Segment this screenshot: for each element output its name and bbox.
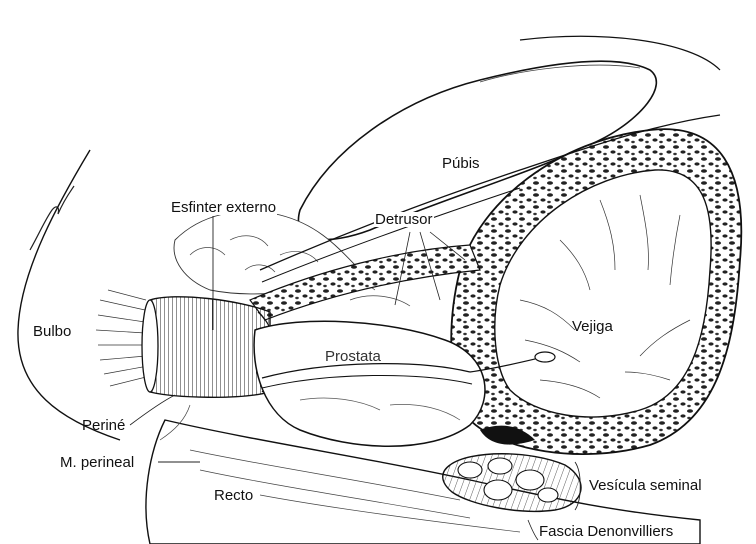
label-perine: Periné	[82, 418, 125, 433]
external-sphincter	[150, 297, 270, 397]
label-prostata: Prostata	[325, 349, 381, 364]
label-bulbo: Bulbo	[33, 324, 71, 339]
label-pubis: Púbis	[442, 156, 480, 171]
label-recto: Recto	[214, 488, 253, 503]
label-vesicula-seminal: Vesícula seminal	[588, 478, 703, 493]
label-fascia-denonvilliers: Fascia Denonvilliers	[538, 524, 674, 539]
label-esfinter-externo: Esfinter externo	[170, 200, 277, 215]
label-vejiga: Vejiga	[572, 319, 613, 334]
label-detrusor: Detrusor	[374, 212, 434, 227]
label-m-perineal: M. perineal	[59, 455, 135, 470]
